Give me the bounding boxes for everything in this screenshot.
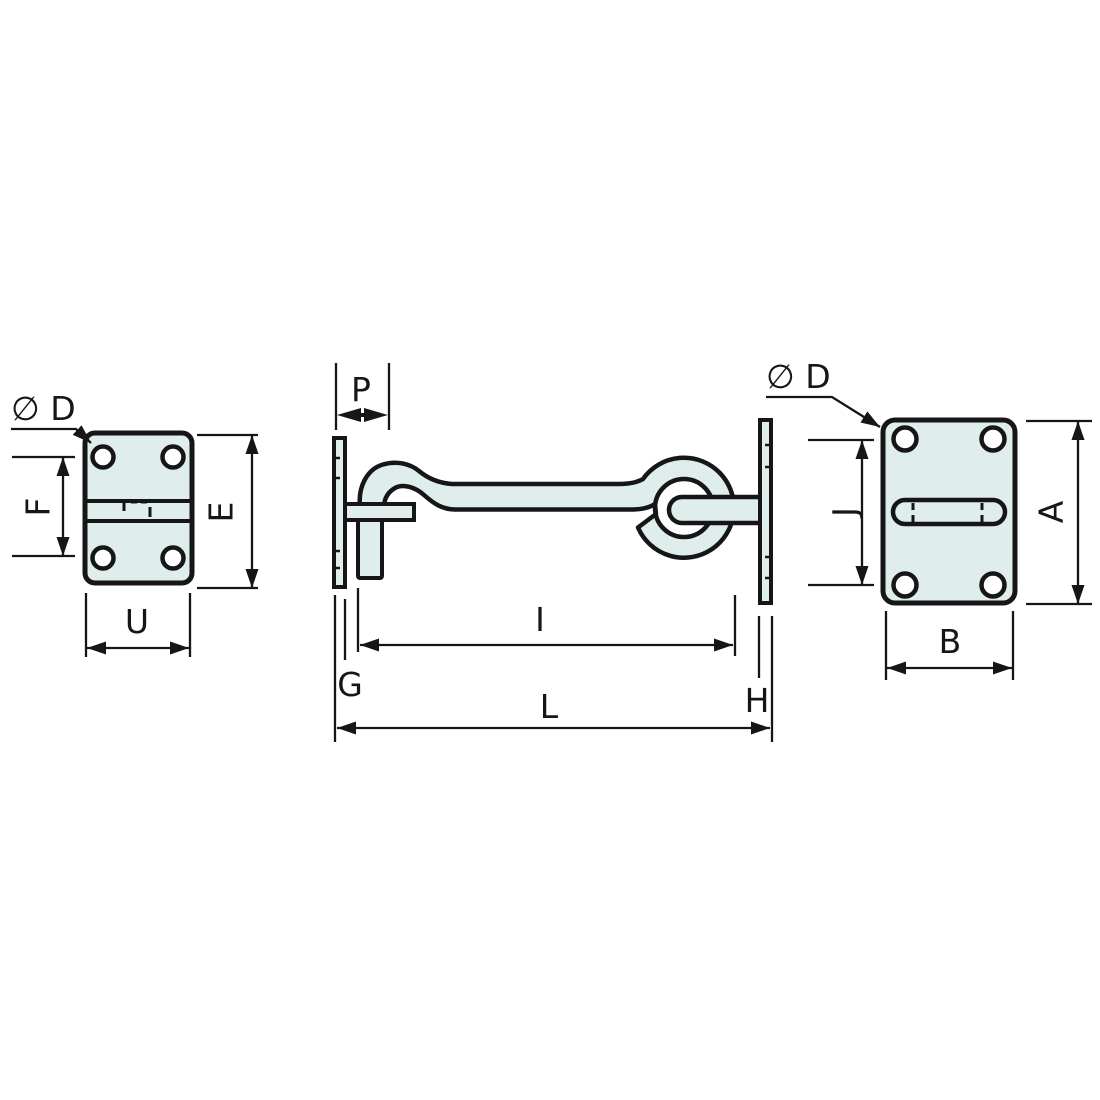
dim-label-B: B — [939, 622, 962, 661]
dim-label-E: E — [202, 502, 241, 523]
screw-hole — [90, 545, 116, 571]
left-eye-bar — [343, 502, 416, 522]
screw-hole — [979, 571, 1007, 599]
dim-label-diameter-right: ∅ D — [766, 357, 831, 396]
dim-label-A: A — [1032, 500, 1071, 523]
screw-hole — [90, 444, 116, 470]
screw-hole — [891, 571, 919, 599]
dim-label-L: L — [540, 687, 559, 726]
dim-label-G: G — [337, 665, 363, 704]
pivot-pin — [666, 494, 767, 526]
diameter-leader-line — [11, 425, 92, 444]
diameter-leader-line — [766, 395, 881, 428]
dim-label-U: U — [125, 602, 149, 641]
screw-hole — [891, 425, 919, 453]
right-plate-front-view: ∅ D J A B — [766, 357, 1092, 680]
pin-slot — [890, 497, 1008, 527]
dim-label-J: J — [826, 507, 865, 519]
dim-label-F: F — [19, 498, 58, 517]
right-plate-edge — [758, 418, 773, 605]
hook-tip — [356, 515, 384, 580]
left-plate-front-view: ∅ D F E U — [11, 389, 259, 657]
left-plate-edge — [332, 436, 347, 589]
side-assembly-view: P I G H L — [332, 363, 774, 742]
screw-hole — [160, 444, 186, 470]
dim-label-H: H — [745, 681, 770, 720]
dimension-arrow — [337, 408, 361, 422]
dim-label-P: P — [351, 370, 371, 409]
dimension-arrow — [364, 408, 388, 422]
screw-hole — [979, 425, 1007, 453]
dim-label-I: I — [535, 600, 545, 639]
left-plate-body — [82, 430, 195, 586]
dim-label-diameter-left: ∅ D — [11, 389, 76, 428]
screw-hole — [160, 545, 186, 571]
